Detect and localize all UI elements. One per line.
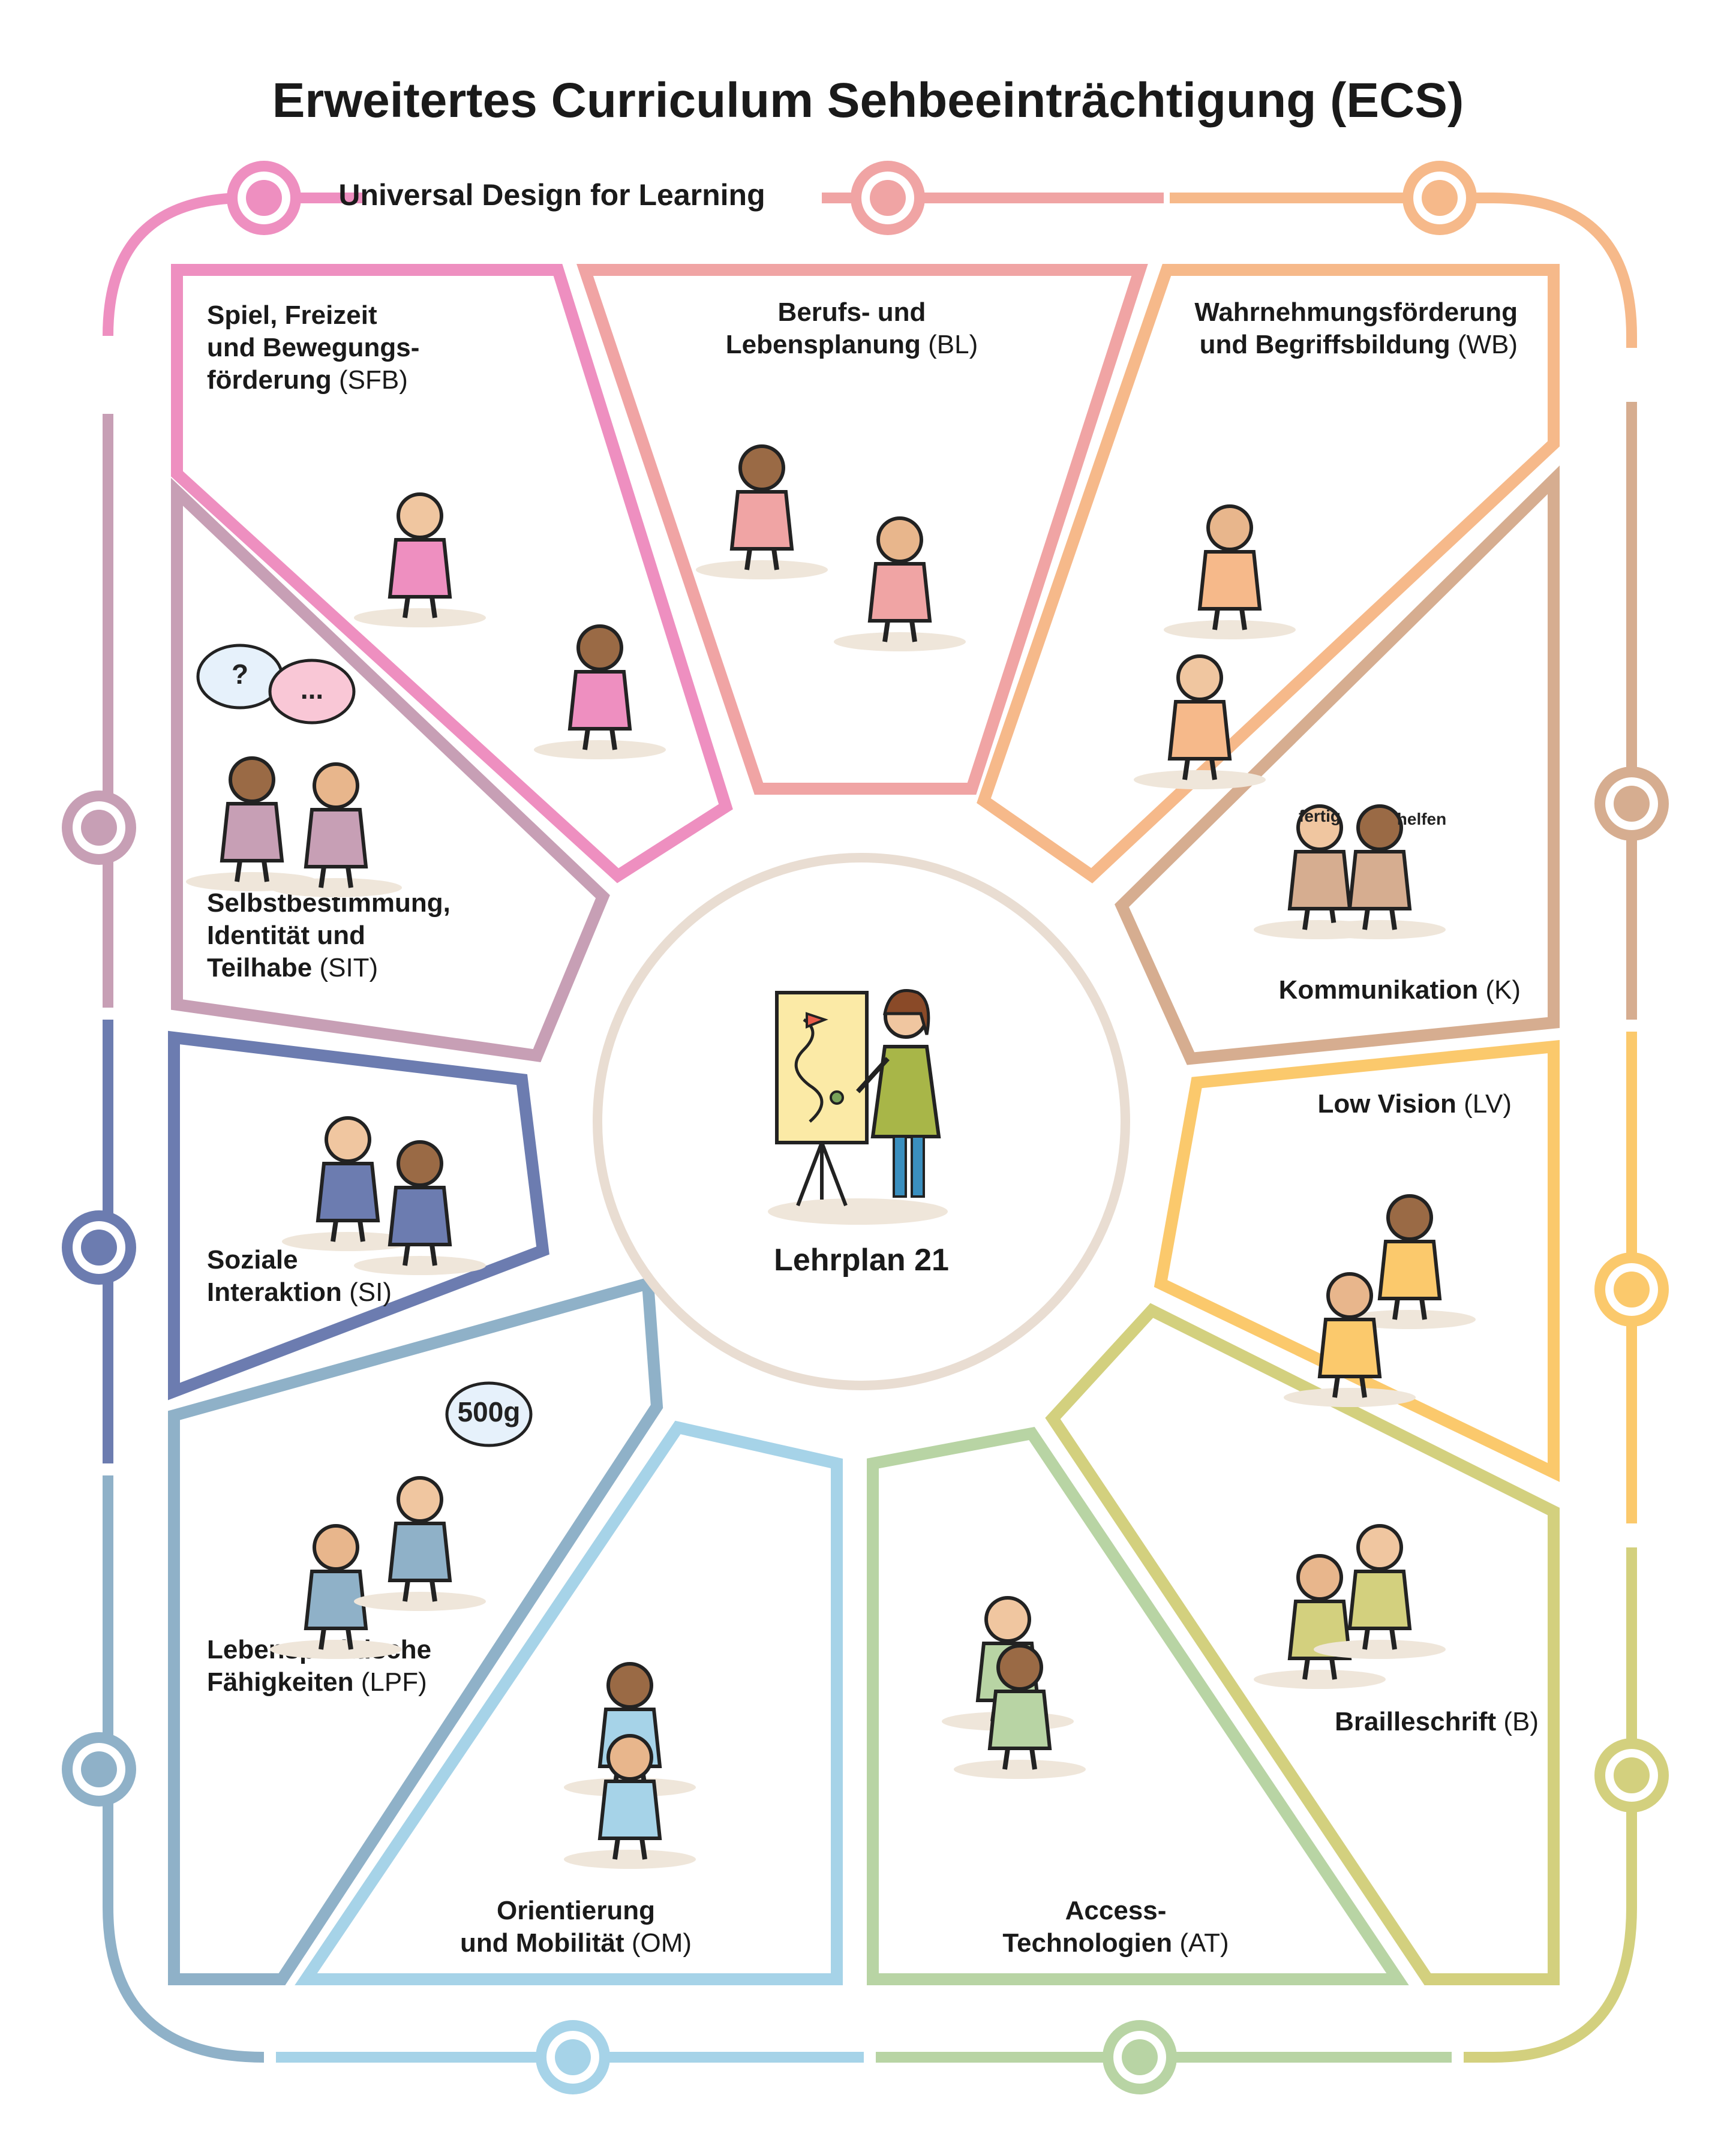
frame-node-bottom-right <box>1103 2020 1177 2094</box>
career-path-scene-illustration <box>696 444 966 651</box>
segment-at-label: Access- Technologien (AT) <box>1002 1896 1229 1958</box>
svg-text:helfen: helfen <box>1397 810 1446 828</box>
frame-top-right <box>1170 193 1637 348</box>
segment-k-border <box>1115 465 1560 1065</box>
self-determination-scene-illustration <box>186 756 402 897</box>
segment-k-bubble: fertig <box>1299 807 1341 825</box>
page-title: Erweitertes Curriculum Sehbeeinträchtigu… <box>272 73 1464 128</box>
frame-left-lower <box>103 1475 265 2063</box>
segment-sfb-label-line: förderung (SFB) <box>207 365 408 395</box>
segment-bl-border <box>576 264 1148 795</box>
segment-b-label: Brailleschrift (B) <box>1335 1707 1539 1736</box>
segment-lpf-label-line: Fähigkeiten (LPF) <box>207 1667 427 1697</box>
segment-sit-border <box>171 477 610 1062</box>
center-hub: Lehrplan 21 <box>593 853 1130 1390</box>
frame-node-right-mid <box>1594 1252 1669 1327</box>
frame-node-top-right <box>1402 161 1477 235</box>
frame-node-right-lower <box>1594 1738 1669 1813</box>
segment-k[interactable]: Kommunikation (K) <box>1115 465 1560 1065</box>
segment-wb-label: Wahrnehmungsförderung und Begriffsbildung… <box>1194 297 1518 359</box>
svg-text:fertig: fertig <box>1299 807 1341 825</box>
segment-bl-label-line: Berufs- und <box>778 297 926 327</box>
football-and-chess-scene-illustration <box>354 492 666 759</box>
frame-node-top-mid <box>851 161 925 235</box>
kitchen-scale-scene-illustration <box>270 1476 486 1659</box>
white-cane-scene-illustration <box>564 1662 696 1869</box>
computer-scene-illustration <box>942 1596 1086 1779</box>
segment-sfb-label-line: und Bewegungs- <box>207 333 419 362</box>
segment-wb-border <box>977 264 1560 883</box>
outer-frame <box>62 161 1669 2094</box>
segment-wb-label-line: Wahrnehmungsförderung <box>1194 297 1518 327</box>
segment-sfb-label-line: Spiel, Freizeit <box>207 300 377 330</box>
segment-lv-label-line: Low Vision (LV) <box>1317 1089 1512 1119</box>
svg-text:...: ... <box>301 674 323 705</box>
frame-node-bottom-left <box>536 2020 610 2094</box>
segment-sfb-label: Spiel, Freizeit und Bewegungs-förderung (… <box>207 300 419 395</box>
segment-om[interactable]: Orientierung und Mobilität (OM) <box>295 1420 843 1985</box>
segment-om-label: Orientierung und Mobilität (OM) <box>460 1896 692 1958</box>
segment-lpf-bubble: 500g <box>445 1381 533 1447</box>
center-label: Lehrplan 21 <box>774 1243 949 1278</box>
segment-om-label-line: und Mobilität (OM) <box>460 1928 692 1958</box>
svg-text:500g: 500g <box>458 1396 521 1427</box>
segment-lv-border <box>1154 1039 1560 1482</box>
frame-node-left-upper <box>62 791 136 865</box>
frame-node-left-mid <box>62 1210 136 1285</box>
segment-sit-bubble: ? <box>196 644 284 710</box>
segment-sit-label-line: Identität und <box>207 921 365 950</box>
frame-node-top-left <box>227 161 301 235</box>
segment-bl-label-line: Lebensplanung (BL) <box>726 330 978 359</box>
frame-top-left <box>103 193 372 336</box>
segment-at-label-line: Technologien (AT) <box>1002 1928 1229 1958</box>
segment-at[interactable]: Access- Technologien (AT) <box>867 1426 1409 1985</box>
segment-wb-label-line: und Begriffsbildung (WB) <box>1200 330 1518 359</box>
low-vision-scene-illustration <box>1284 1194 1476 1407</box>
segment-om-border <box>295 1420 843 1985</box>
segment-b-label-line: Brailleschrift (B) <box>1335 1707 1539 1736</box>
segment-k-bubble: helfen <box>1397 810 1446 828</box>
segments: Spiel, Freizeit und Bewegungs-förderung (… <box>168 264 1560 1985</box>
segment-om-label-line: Orientierung <box>497 1896 655 1925</box>
segment-at-border <box>867 1426 1409 1985</box>
frame-node-right-upper <box>1594 767 1669 841</box>
svg-text:?: ? <box>232 659 248 690</box>
frame-node-left-lower <box>62 1732 136 1807</box>
frame-label: Universal Design for Learning <box>338 178 765 212</box>
teacher-flipchart-illustration <box>768 989 948 1225</box>
social-interaction-scene-illustration <box>282 1116 486 1275</box>
segment-si-label-line: Interaktion (SI) <box>207 1278 392 1307</box>
frame-right-lower <box>1464 1547 1637 2063</box>
tactile-exploration-scene-illustration <box>1134 504 1296 789</box>
segment-sit-bubble: ... <box>268 659 356 725</box>
segment-lpf-border <box>168 1276 663 1985</box>
braille-reading-scene-illustration <box>1254 1524 1446 1689</box>
segment-lv-label: Low Vision (LV) <box>1317 1089 1512 1119</box>
segment-wb[interactable]: Wahrnehmungsförderung und Begriffsbildung… <box>977 264 1560 883</box>
segment-lv[interactable]: Low Vision (LV) <box>1154 1039 1560 1482</box>
segment-k-label: Kommunikation (K) <box>1279 975 1521 1005</box>
segment-lpf[interactable]: LebenspraktischeFähigkeiten (LPF) <box>168 1276 663 1985</box>
segment-sit-label-line: Teilhabe (SIT) <box>207 953 378 982</box>
communication-table-scene-illustration <box>1254 804 1446 939</box>
segment-si-label-line: Soziale <box>207 1245 298 1275</box>
segment-k-label-line: Kommunikation (K) <box>1279 975 1521 1005</box>
segment-at-label-line: Access- <box>1065 1896 1167 1925</box>
